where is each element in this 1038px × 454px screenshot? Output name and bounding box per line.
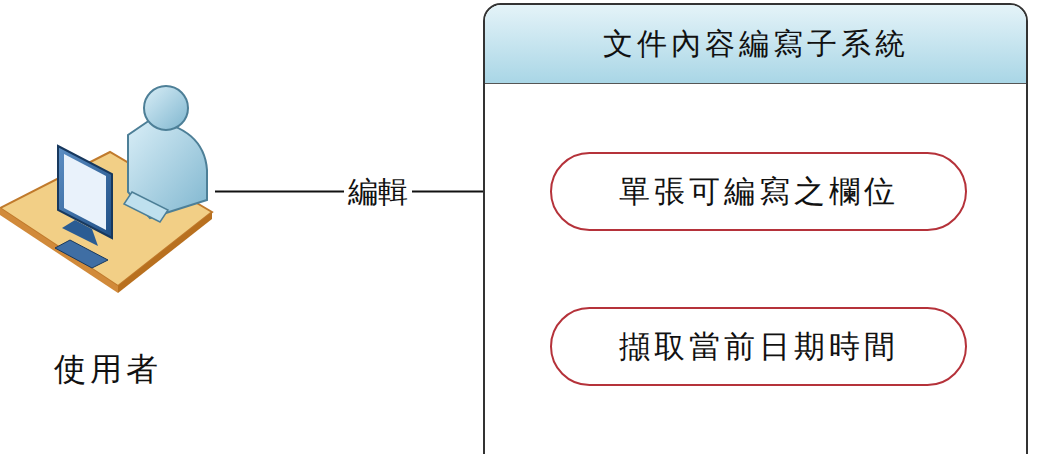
edge-label: 編輯 [344, 171, 412, 212]
system-title: 文件內容編寫子系統 [485, 5, 1026, 84]
use-case: 擷取當前日期時間 [550, 307, 967, 386]
actor: 使用者 [0, 80, 215, 400]
node-text: 使用者 [0, 348, 215, 392]
node-text: 擷取當前日期時間 [619, 326, 899, 368]
node-text: 單張可編寫之欄位 [619, 171, 899, 213]
use-case: 單張可編寫之欄位 [550, 152, 967, 231]
user-at-computer-icon [0, 80, 215, 295]
system-boundary: 文件內容編寫子系統單張可編寫之欄位擷取當前日期時間 [483, 3, 1028, 454]
